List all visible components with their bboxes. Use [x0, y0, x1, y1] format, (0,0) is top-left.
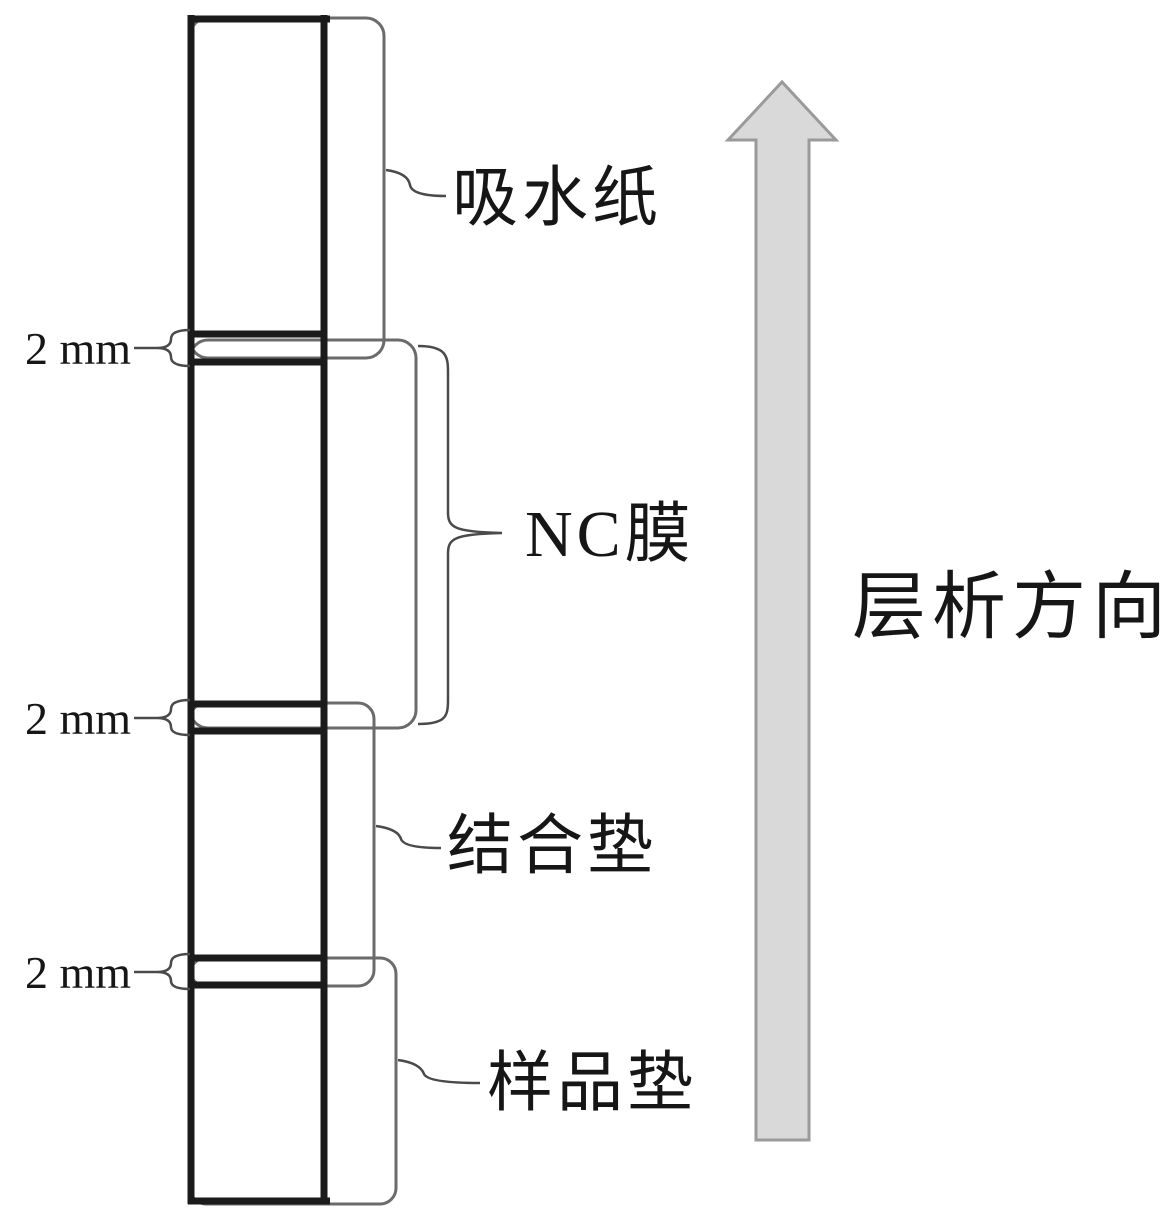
- label-pointers: [375, 168, 503, 1085]
- overlap-bracket-2: [156, 698, 191, 737]
- overlap-label-2: 2 mm: [25, 693, 131, 744]
- overlap-brackets: [134, 328, 191, 991]
- flow-direction-label: 层析方向: [852, 567, 1163, 649]
- layer-label-nc-membrane: NC膜: [525, 498, 695, 571]
- overlap-bracket-3: [156, 952, 191, 991]
- layer-outline-nc-membrane: [188, 338, 418, 730]
- labels: 吸水纸 NC膜 结合垫 样品垫 2 mm 2 mm 2 mm 层析方向: [25, 162, 1163, 1120]
- pointer-sample-pad: [397, 1058, 481, 1085]
- pointer-absorbent-paper: [385, 168, 447, 198]
- layer-label-sample-pad: 样品垫: [487, 1047, 697, 1120]
- layer-outline-absorbent-paper: [188, 16, 386, 360]
- layer-outlines: [188, 16, 418, 1206]
- layer-label-conjugate-pad: 结合垫: [447, 810, 657, 883]
- pointer-conjugate-pad: [375, 824, 442, 850]
- layer-outline-sample-pad: [188, 956, 398, 1206]
- strip-thick-lines: [187, 15, 330, 1205]
- layer-outline-conjugate-pad: [188, 701, 376, 988]
- overlap-label-1: 2 mm: [25, 323, 131, 374]
- flow-direction-arrow: [724, 79, 840, 1142]
- layer-label-absorbent-paper: 吸水纸: [452, 162, 662, 235]
- overlap-label-3: 2 mm: [25, 947, 131, 998]
- overlap-bracket-1: [156, 328, 191, 368]
- brace-nc-membrane: [417, 344, 503, 726]
